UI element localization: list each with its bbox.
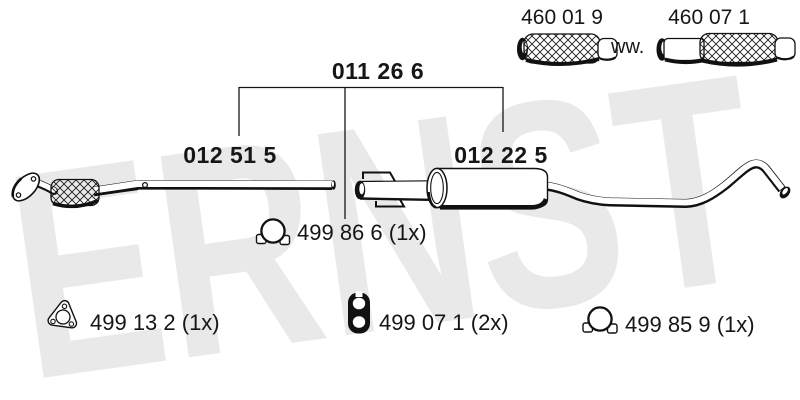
mounting-part-label-499071: 499 07 1 (2x) [379, 310, 509, 335]
muffler-inlet-pipe [354, 180, 431, 201]
hanger-pin-top [362, 171, 397, 184]
tail-pipe [543, 159, 791, 208]
part-number-011266: 011 26 6 [331, 58, 425, 84]
mounting-part-label-499859: 499 85 9 (1x) [625, 312, 755, 337]
part-number-012225: 012 22 5 [454, 142, 548, 168]
mounting-part-label-499866: 499 86 6 (1x) [297, 220, 427, 245]
part-number-012515: 012 51 5 [183, 142, 277, 168]
clamp-icon [255, 218, 291, 246]
mounting-part-label-499132: 499 13 2 (1x) [90, 310, 220, 335]
front-pipe [11, 172, 336, 209]
rubber-hanger-icon [348, 291, 370, 334]
inlet-flange [11, 172, 41, 202]
flex-pipe-460071 [656, 32, 796, 67]
front-flex-section [50, 178, 100, 209]
ww-separator-label: ww. [611, 36, 645, 58]
part-number-460019: 460 01 9 [521, 6, 603, 29]
gasket-icon [47, 299, 78, 329]
flex-pipe-460019 [517, 33, 618, 66]
pipe-weld-nub [141, 181, 149, 189]
hanger-pin-bottom [375, 195, 406, 208]
tail-pipe-tip [779, 186, 791, 199]
leader-lines [238, 86, 504, 219]
muffler-body [436, 167, 549, 209]
clamp-icon [582, 306, 618, 334]
center-muffler [354, 167, 549, 210]
part-number-460071: 460 07 1 [668, 6, 750, 29]
